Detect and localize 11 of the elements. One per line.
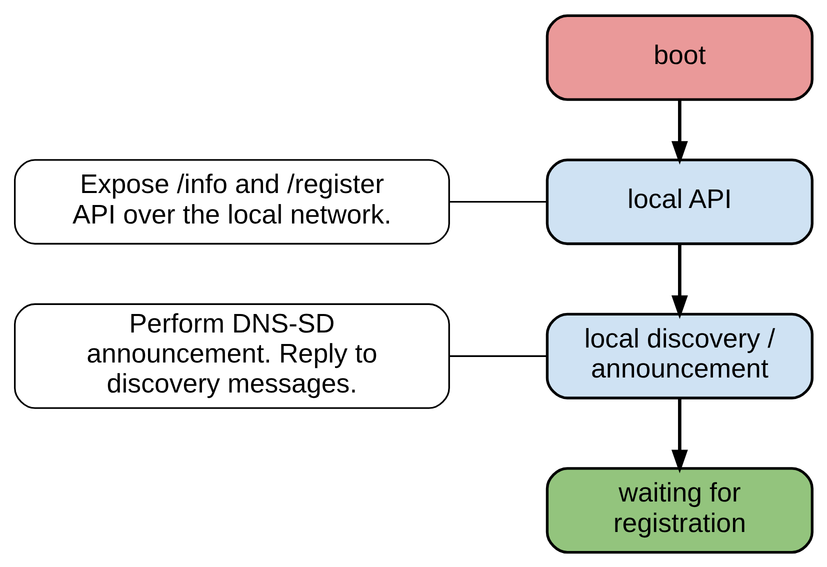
arrow — [671, 100, 688, 164]
node-box: Perform DNS-SD announcement. Reply to discovery messages. — [14, 302, 450, 408]
node-box: Expose /info and /register API over the local network. — [14, 158, 450, 244]
node-box: boot — [546, 14, 814, 100]
arrow — [671, 243, 688, 318]
connector — [449, 200, 547, 202]
node-box: local API — [546, 158, 814, 245]
node-box: local discovery / announcement — [546, 312, 814, 399]
connector — [449, 354, 547, 356]
arrow — [671, 398, 688, 473]
node-box: waiting for registration — [546, 466, 814, 554]
